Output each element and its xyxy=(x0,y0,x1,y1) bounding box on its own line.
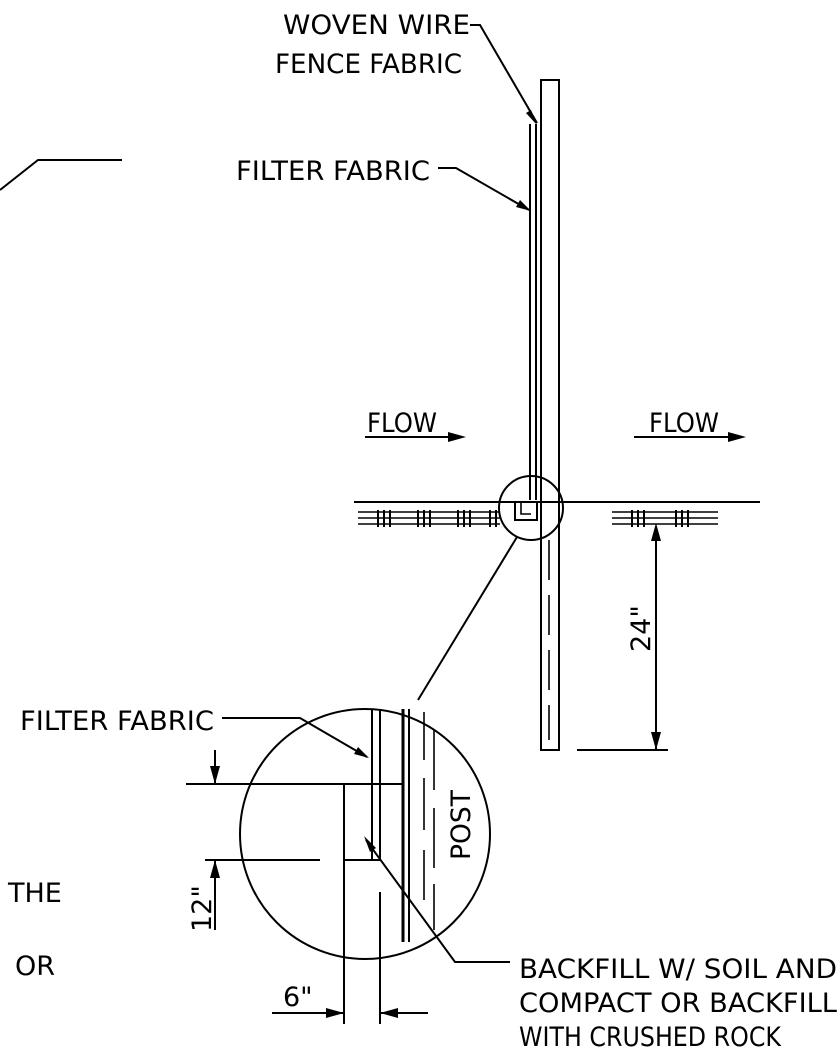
detail-callout-circle xyxy=(498,475,564,541)
dim6-arrow-left xyxy=(326,1008,344,1018)
dim6-arrow-right xyxy=(380,1008,398,1018)
dim24-arrow-top xyxy=(651,523,661,541)
filter-fabric-top-leader xyxy=(438,167,530,211)
dim12-arrow-top xyxy=(210,766,220,784)
partial-text-or: OR xyxy=(15,951,55,982)
trench-small xyxy=(514,502,538,521)
filter-fabric-detail-arrowhead xyxy=(354,747,369,758)
dim12-arrow-bottom xyxy=(210,860,220,878)
backfill-leader xyxy=(365,839,510,963)
flow-right-label: FLOW xyxy=(649,408,719,439)
partial-text-the: THE xyxy=(7,878,62,909)
fence-post xyxy=(540,79,560,751)
detail-circle xyxy=(239,708,491,960)
detail-post-dashes xyxy=(423,712,435,930)
woven-wire-label-line1: WOVEN WIRE xyxy=(283,10,470,41)
woven-wire-leader xyxy=(470,24,538,124)
filter-fabric-top-label: FILTER FABRIC xyxy=(236,156,430,187)
backfill-note-line2: COMPACT OR BACKFILL xyxy=(519,988,837,1019)
soil-hatch-left xyxy=(358,510,500,527)
detail-leader-line xyxy=(417,536,518,701)
post-label: POST xyxy=(446,790,477,860)
backfill-note-line1: BACKFILL W/ SOIL AND xyxy=(519,954,837,985)
dim12-label: 12" xyxy=(187,885,218,932)
trench-fabric-small xyxy=(520,502,531,515)
backfill-note-line3: WITH CRUSHED ROCK xyxy=(519,1022,782,1053)
filter-fabric-top-arrowhead xyxy=(516,200,531,211)
woven-wire-label-line2: FENCE FABRIC xyxy=(275,49,462,80)
filter-fabric-detail-label: FILTER FABRIC xyxy=(20,706,214,737)
flow-left-label: FLOW xyxy=(367,408,437,439)
cropped-leader-line xyxy=(0,159,122,191)
flow-left-arrowhead xyxy=(448,432,466,442)
dim6-label: 6" xyxy=(283,982,313,1013)
dim24-arrow-bottom xyxy=(651,732,661,750)
dim24-label: 24" xyxy=(626,605,657,652)
backfill-arrowhead xyxy=(364,836,376,852)
filter-fabric-detail-leader xyxy=(222,717,368,758)
woven-wire-arrowhead xyxy=(526,110,537,125)
soil-hatch-right xyxy=(612,510,718,527)
flow-right-arrowhead xyxy=(728,432,746,442)
